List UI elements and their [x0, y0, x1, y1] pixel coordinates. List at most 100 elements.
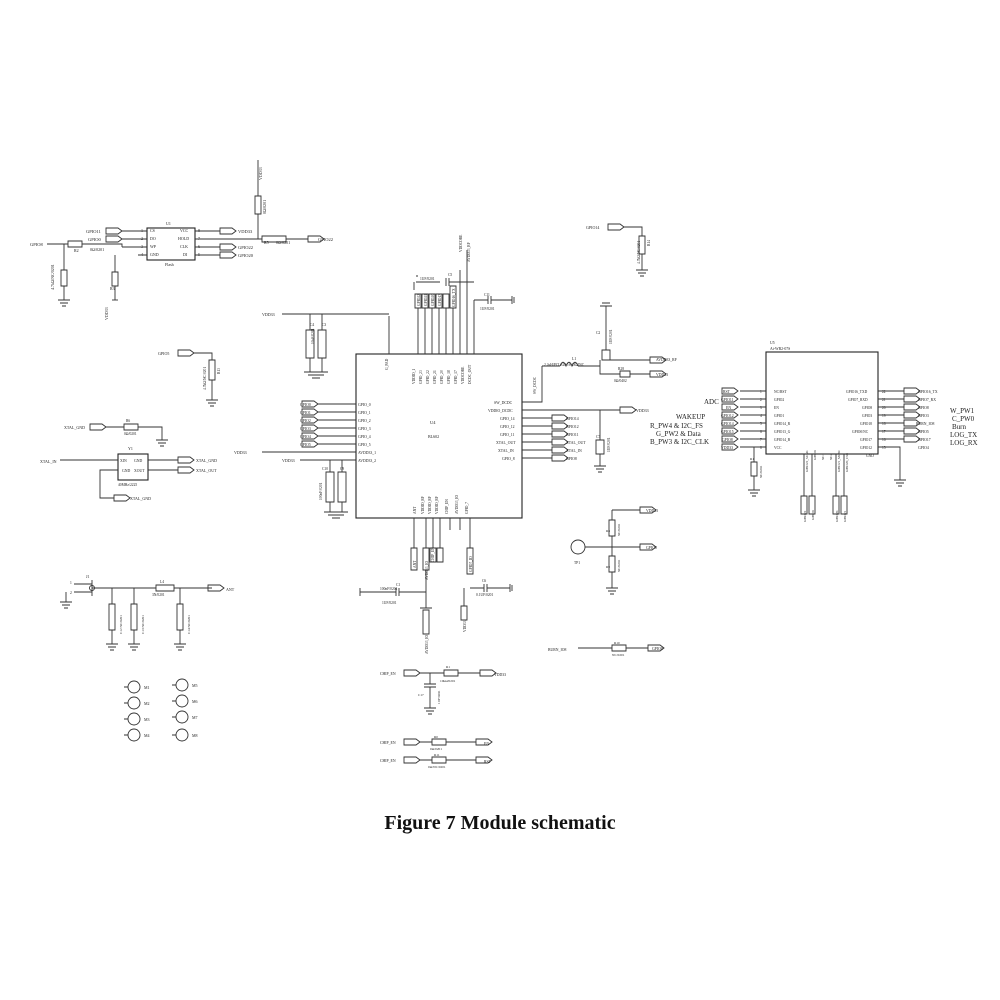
mount-m7: M7	[192, 715, 198, 720]
u4-pin-avdd33-1: AVDD33_1	[358, 451, 376, 455]
flash-num-5: 5	[198, 252, 200, 257]
u4-avdd-rf-flag: AVDD33_RF	[467, 242, 471, 262]
y1-pin-gnd-right: GND	[134, 459, 142, 463]
rst-link-in: CHIP_EN	[380, 759, 396, 763]
u4-net-gpio11: GPIO11	[566, 433, 579, 437]
u4-pin-gpio2: GPIO_2	[358, 419, 371, 423]
flash-num-1: 1	[141, 228, 143, 233]
u5-net-gpio14: GPIO14	[721, 422, 734, 426]
r3-val: 0Ω/0201	[90, 247, 104, 252]
c10-ref: C10	[322, 467, 328, 471]
flash-pin-hold: HOLD	[178, 236, 189, 241]
u4-net-avdd-io: AVDD33_IO	[425, 560, 429, 580]
u5-num-7: 7	[760, 438, 762, 442]
u5-bpin-gpio20: GPIO20_CS0	[845, 453, 849, 472]
r14-ref: R14	[647, 240, 651, 246]
flash-ref: U1	[166, 221, 171, 226]
xtal-gnd-bottom: XTAL_GND	[130, 496, 151, 501]
j1-pin-1: 1	[70, 581, 72, 585]
u5-label-cpw0: C_PW0	[952, 415, 975, 423]
u4-net-gpio5: GPIO5	[300, 443, 311, 447]
j1-pin-2: 2	[70, 591, 72, 595]
u5-label-wpw1: W_PW1	[950, 407, 975, 415]
main-chip-name: BL602	[428, 434, 439, 439]
u4-net-ant: ANT	[413, 560, 417, 568]
c1-ref: C1	[396, 583, 400, 587]
c6-ref: C6	[482, 579, 486, 583]
gpio5-net: GPIO5	[158, 351, 169, 356]
u5-net-gpio15: GPIO15	[721, 430, 734, 434]
l4-val: 3N/0201	[152, 593, 165, 597]
r3-ref: R3	[110, 286, 115, 291]
flash-num-2: 2	[141, 236, 143, 241]
u5-label-bpw3: B_PW3 & I2C_CLK	[650, 438, 709, 446]
u4-pin-gpio5: GPIO_5	[358, 443, 371, 447]
main-chip-ref: U4	[430, 420, 436, 425]
u5-bnet-gpio22: GPIO22	[803, 510, 807, 522]
vdd33-flash-bottom: VDD33	[104, 307, 109, 320]
ant-net: ANT	[226, 587, 235, 592]
mount-hole	[175, 710, 189, 724]
u5-pin-gnd: GND	[866, 454, 874, 458]
c4-val: 10uF/0201	[311, 328, 315, 344]
r13-val: 4.7kΩ/NC/0201	[203, 367, 207, 390]
u5-pin-gpio12r: GPIO12	[860, 446, 872, 450]
c5-val: 1UF/0201	[420, 277, 435, 281]
mount-hole	[127, 680, 141, 694]
u5-num-6: 6	[760, 430, 762, 434]
u5-net-gpio17: GPIO17	[918, 438, 931, 442]
tp-vdd33: VDD33	[646, 509, 658, 513]
flash-pin-wp: WP	[150, 244, 157, 249]
u4-pin-avdd33-io: AVDD33_IO	[455, 494, 459, 514]
u4-pin-gpio12: GPIO_12	[500, 425, 515, 429]
u5-num-19: 19	[882, 414, 886, 418]
u5-label-wakeup: WAKEUP	[676, 413, 705, 421]
u5-label-burn: Burn	[952, 423, 967, 431]
r6-val: 0Ω/0201	[124, 432, 137, 436]
u4-pin-gpio23: GPIO_23	[419, 370, 423, 384]
u4-net-chip-en: CHIP_EN	[431, 547, 435, 562]
main-chip-block: U4 BL602 VDDIO_1 GPIO_23 GPIO_22 GPIO_21…	[234, 234, 677, 654]
c2-val: 1UF/0201	[609, 329, 613, 344]
gpio14-net: GPIO14	[586, 225, 599, 230]
j1-ref: J1	[86, 575, 89, 579]
mount-m5: M5	[192, 683, 198, 688]
y1-pin-gnd-left: GND	[122, 469, 130, 473]
u5-ref: U5	[770, 341, 775, 345]
gpio14-pull: GPIO14 R14 4.7kΩ/NC/0201	[586, 223, 651, 277]
burn-net: BURN_IO8	[548, 648, 566, 652]
u4-net-gpio3: GPIO3	[300, 427, 311, 431]
r13-ref: R13	[217, 368, 221, 374]
c4-ref: C4	[310, 323, 314, 327]
u5-label-adc: ADC	[704, 398, 719, 406]
u4-pin-ant: ANT	[413, 506, 417, 514]
r2-val: 4.7kΩ/NC/0201	[50, 264, 55, 290]
u5-bpin-nc1: NC1	[821, 453, 825, 460]
u5-num-3: 3	[760, 406, 762, 410]
u4-pin-dcdc-out: DCDC_OUT	[468, 364, 472, 384]
u4-net-gpio17: GPIO17	[438, 294, 442, 306]
ant-comp-1: C12 NC/0201	[119, 615, 123, 634]
u5-pin-gpio14b: GPIO14_B	[774, 438, 791, 442]
flash-num-8: 8	[198, 228, 200, 233]
u5-pin-gpio8r: GPIO8	[862, 406, 872, 410]
en-link-in: CHIP_EN	[380, 741, 396, 745]
u5-pin-gpio14r: GPIO14_R	[774, 422, 791, 426]
mount-m6: M6	[192, 699, 198, 704]
c1-val: 100nF/0201	[380, 587, 398, 591]
u4-net-gpio4: GPIO4	[300, 435, 311, 439]
mount-hole	[175, 694, 189, 708]
c9-ref: C9	[340, 467, 344, 471]
c3-ref: C3	[322, 323, 326, 327]
u5-net-en: EN	[726, 406, 731, 410]
c10-val: 100nF/0201	[319, 482, 323, 500]
sw-dcdc-net: SW_DCDC	[533, 376, 537, 394]
u5-bnet-gpio0: GPIO0	[811, 510, 815, 520]
u5-net-gpio8: GPIO8	[722, 438, 733, 442]
flash-pin-cs: CS	[150, 228, 155, 233]
u4-pin-gpio17: GPIO_17	[454, 370, 458, 384]
u5-num-18: 18	[882, 422, 886, 426]
u5-num-4: 4	[760, 414, 762, 418]
u5-bpin-nc2: NC2	[829, 453, 833, 460]
flash-pin-gnd: GND	[150, 252, 159, 257]
